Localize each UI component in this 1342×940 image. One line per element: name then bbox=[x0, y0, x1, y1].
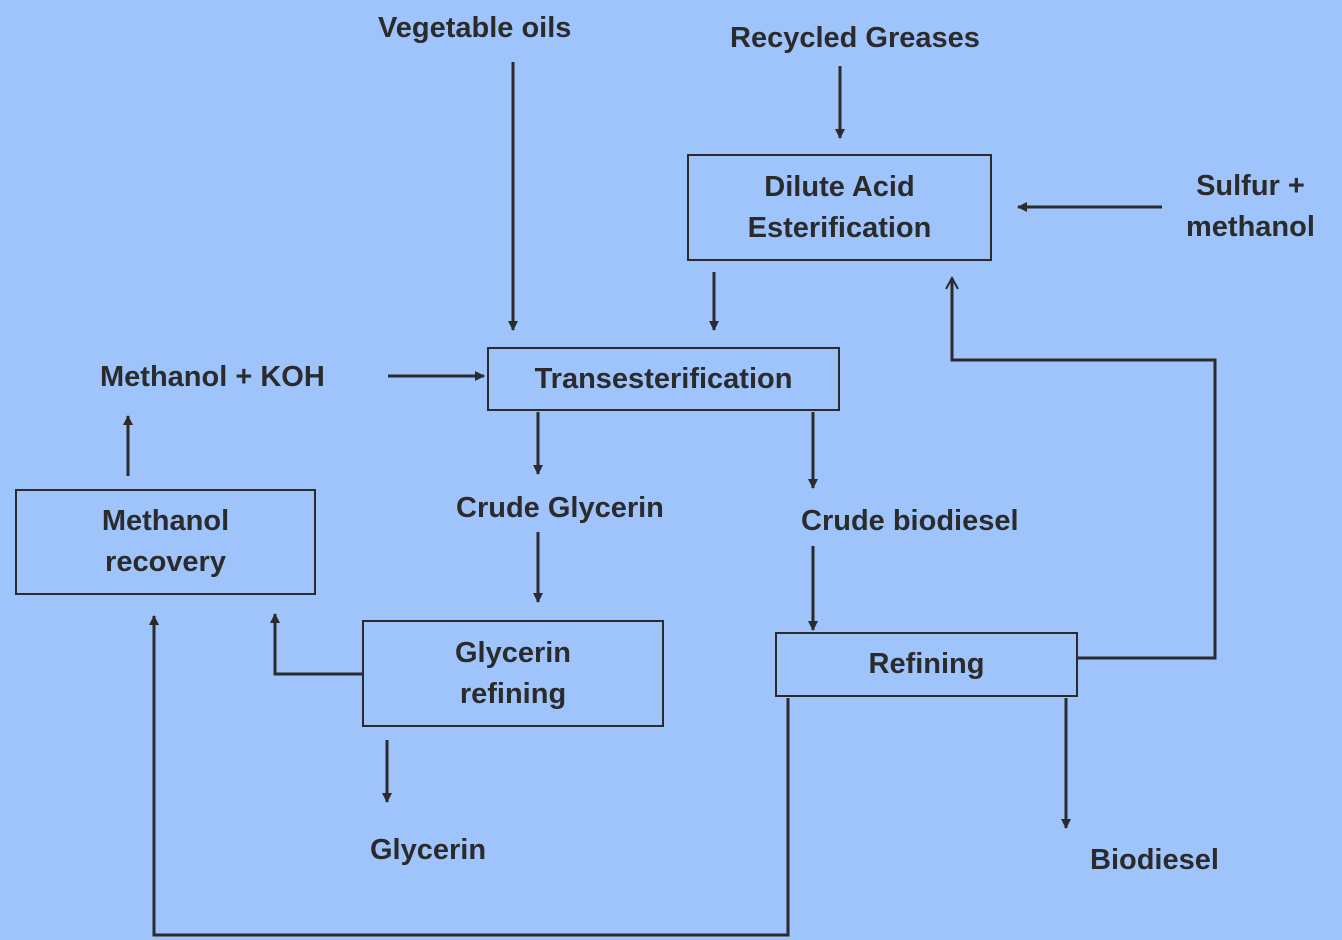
glycerin-refining-box: Glycerin refining bbox=[362, 620, 664, 727]
recycled-greases-label: Recycled Greases bbox=[730, 22, 980, 54]
sulfur-methanol-label: Sulfur + methanol bbox=[1186, 166, 1315, 247]
refining-box: Refining bbox=[775, 632, 1078, 697]
sulfur-methanol-line2: methanol bbox=[1186, 210, 1315, 243]
glycerin-refining-line1: Glycerin bbox=[454, 636, 572, 669]
arrow-refining-to-methanol-recovery bbox=[149, 615, 790, 937]
arrow-refining-to-dilute-acid bbox=[952, 278, 1217, 660]
crude-glycerin-label: Crude Glycerin bbox=[456, 492, 664, 524]
crude-biodiesel-label: Crude biodiesel bbox=[801, 505, 1019, 537]
transesterification-box: Transesterification bbox=[487, 347, 840, 411]
glycerin-output-label: Glycerin bbox=[370, 834, 487, 866]
dilute-acid-esterification-box: Dilute Acid Esterification bbox=[687, 154, 992, 261]
transesterification-label: Transesterification bbox=[534, 362, 793, 395]
arrow-glycerin-refining-to-methanol-recovery bbox=[270, 613, 362, 676]
sulfur-methanol-line1: Sulfur + bbox=[1196, 170, 1305, 202]
dilute-acid-line1: Dilute Acid bbox=[764, 170, 915, 203]
glycerin-refining-line2: refining bbox=[459, 677, 567, 710]
biodiesel-output-label: Biodiesel bbox=[1090, 844, 1219, 876]
methanol-recovery-box: Methanol recovery bbox=[15, 489, 316, 595]
methanol-recovery-line1: Methanol bbox=[101, 505, 230, 538]
methanol-recovery-line2: recovery bbox=[105, 546, 226, 578]
refining-label: Refining bbox=[868, 648, 985, 681]
dilute-acid-line2: Esterification bbox=[747, 211, 932, 244]
vegetable-oils-label: Vegetable oils bbox=[378, 12, 572, 44]
methanol-koh-label: Methanol + KOH bbox=[100, 361, 325, 393]
